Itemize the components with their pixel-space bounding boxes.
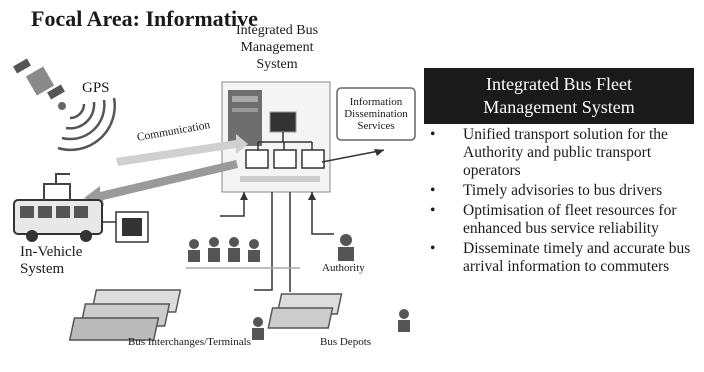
interchanges-label: Bus Interchanges/Terminals bbox=[128, 336, 251, 348]
info-services-box bbox=[336, 87, 416, 141]
bus-icon bbox=[13, 173, 103, 242]
interchange-buses-icon bbox=[68, 289, 264, 341]
network-node-top bbox=[269, 111, 297, 133]
depot-buses-icon bbox=[267, 293, 410, 332]
device-screen-icon bbox=[122, 218, 142, 236]
list-item: Disseminate timely and accurate bus arri… bbox=[430, 240, 702, 276]
satellite-icon bbox=[13, 58, 66, 110]
list-item: Optimisation of fleet resources for enha… bbox=[430, 202, 702, 238]
network-node-1 bbox=[245, 149, 269, 169]
signal-waves-icon bbox=[57, 97, 116, 152]
info-services-label: Information Dissemination Services bbox=[344, 96, 408, 132]
depots-label: Bus Depots bbox=[320, 336, 372, 348]
authority-label: Authority bbox=[322, 262, 365, 274]
ibms-label: Integrated Bus Management System bbox=[235, 23, 319, 72]
network-node-3 bbox=[301, 149, 325, 169]
panel-header: Integrated Bus Fleet Management System bbox=[424, 68, 694, 124]
list-item: Timely advisories to bus drivers bbox=[430, 182, 702, 200]
network-node-2 bbox=[273, 149, 297, 169]
list-item: Unified transport solution for the Autho… bbox=[430, 126, 702, 180]
gps-label: GPS bbox=[82, 80, 110, 96]
operators-people-icon bbox=[188, 237, 260, 262]
in-vehicle-label: In-Vehicle System bbox=[20, 244, 83, 277]
benefits-list: Unified transport solution for the Autho… bbox=[430, 126, 702, 278]
page-title: Focal Area: Informative bbox=[31, 6, 258, 31]
communication-arrow bbox=[84, 134, 248, 206]
authority-person-icon bbox=[338, 234, 354, 261]
server-icon bbox=[228, 90, 262, 146]
